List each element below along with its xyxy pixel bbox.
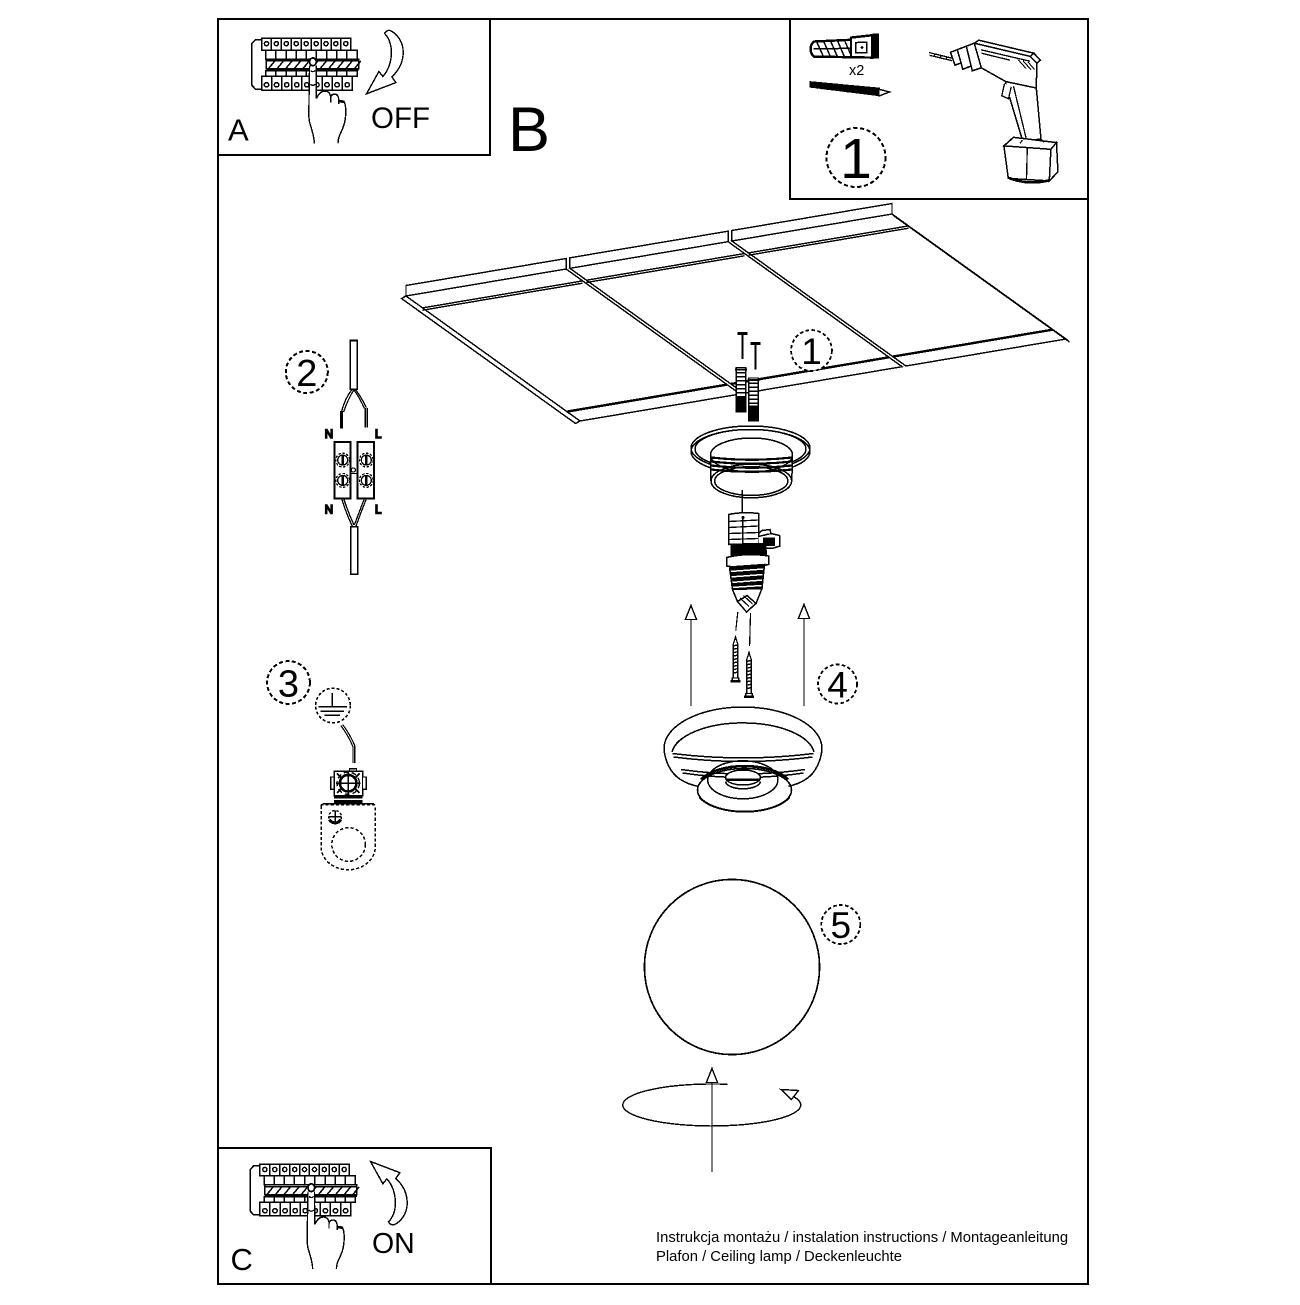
step-5-number: 5 [831,905,852,946]
on-label: ON [372,1228,415,1260]
rotation-arrows [623,1069,801,1173]
footer-text: Instrukcja montażu / instalation instruc… [656,1230,1068,1265]
anchor-quantity-label: x2 [849,63,864,79]
circuit-breaker-icon [252,38,361,90]
wire-l-bottom-label: L [375,504,382,516]
section-b-label: B [508,95,550,165]
footer-line-2: Plafon / Ceiling lamp / Deckenleuchte [656,1249,902,1265]
terminal-block-icon: N L N L [325,341,382,575]
up-arrow-left-icon [685,606,696,707]
step-4-number: 4 [827,664,848,705]
wire-n-bottom-label: N [325,504,333,516]
main-frame [218,19,1088,1284]
box-a-power-off: A OFF [228,30,430,147]
mounting-screw-icon [811,82,890,96]
step-2-marker: 2 [286,351,328,395]
off-label: OFF [371,102,430,135]
circuit-breaker-icon-2 [250,1164,359,1216]
mounting-ring-icon [691,426,810,498]
step-1-tools-number: 1 [840,127,872,191]
box-c-power-on: C ON [231,1162,415,1278]
step-1-ceiling-marker: 1 [791,330,832,372]
on-arrow-icon [371,1162,408,1225]
step-5-marker: 5 [821,905,860,946]
box-a-label: A [228,113,249,148]
box-c-frame [218,1148,491,1284]
ceiling-anchors [735,334,760,422]
ceiling-panels-icon [402,204,1070,424]
canopy-icon [664,707,822,812]
step-3-number: 3 [278,663,299,705]
step-3-marker: 3 [267,661,310,705]
up-arrow-right-icon [798,605,809,707]
step-2-number: 2 [296,353,317,395]
bulb-socket-icon [727,490,781,612]
wire-n-top-label: N [325,429,333,441]
step-1-ceiling-number: 1 [801,331,822,372]
step-1-tools-marker: 1 [827,127,886,191]
canopy-leader-lines [736,612,751,646]
step-4-marker: 4 [818,664,857,705]
footer-line-1: Instrukcja montażu / instalation instruc… [656,1230,1068,1246]
box-c-label: C [231,1242,253,1277]
ground-clamp-icon [321,769,375,870]
glass-ball-circle [644,879,819,1054]
ground-wire-icon [341,725,355,764]
off-arrow-icon [367,30,404,93]
earth-symbol-icon [316,688,351,723]
up-arrow-head-icon [706,1069,717,1083]
canopy-screws-icon [731,637,754,697]
glass-ball-icon [644,879,819,1054]
wall-plug-icon [811,33,879,58]
wire-l-top-label: L [375,429,382,441]
tools-box: x2 1 [811,33,1058,191]
drill-icon [929,40,1058,182]
